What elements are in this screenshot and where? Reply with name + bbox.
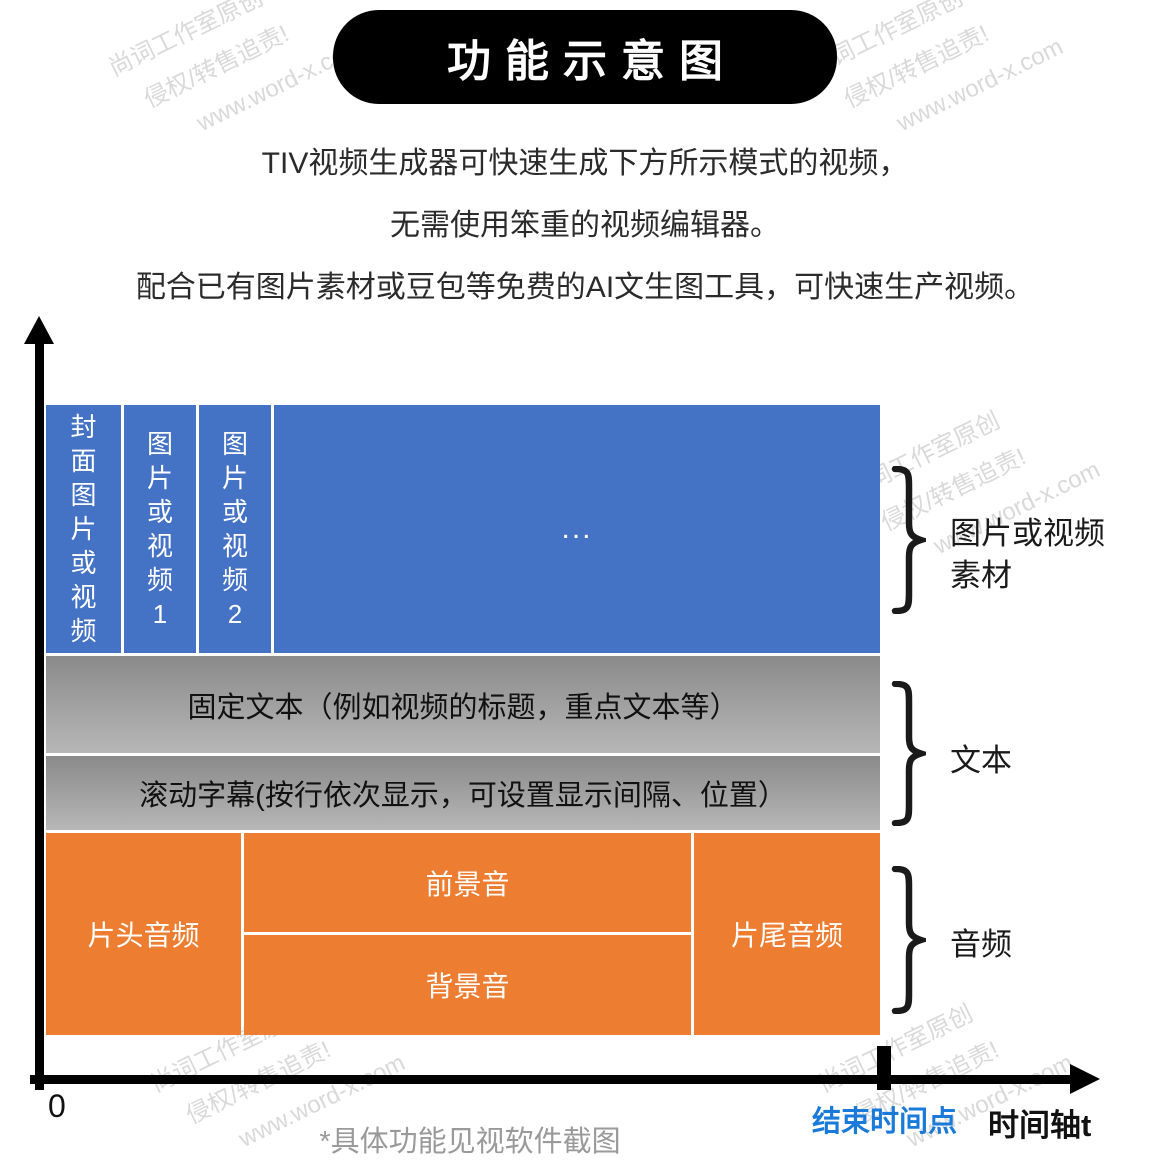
- y-axis-line: [35, 342, 44, 1090]
- fixed-text-label: 固定文本（例如视频的标题，重点文本等）: [187, 691, 739, 724]
- media-group-label-line1: 图片或视频: [950, 516, 1105, 551]
- watermark-url: www.word-x.com: [892, 33, 1068, 137]
- audio-outro-label: 片尾音频: [730, 920, 843, 951]
- watermark-warning: 侵权/转售追责!: [840, 20, 994, 114]
- audio-foreground-block: 前景音: [244, 833, 691, 932]
- text-brace-icon: [891, 681, 926, 826]
- media-segment-more-label: ...: [561, 512, 593, 545]
- x-axis-arrowhead-icon: [1070, 1064, 1100, 1094]
- watermark-studio: 尚词工作室原创: [104, 0, 268, 82]
- media-segment-more: ...: [274, 405, 880, 653]
- y-axis-arrowhead-icon: [24, 316, 54, 344]
- description-text: TIV视频生成器可快速生成下方所示模式的视频， 无需使用笨重的视频编辑器。 配合…: [0, 133, 1170, 319]
- media-segment-1: 图片或视频1: [124, 405, 196, 653]
- media-brace-icon: [891, 466, 926, 614]
- description-line-3: 配合已有图片素材或豆包等免费的AI文生图工具，可快速生产视频。: [135, 271, 1035, 304]
- scrolling-text-track: 滚动字幕(按行依次显示，可设置显示间隔、位置）: [46, 756, 880, 830]
- origin-label: 0: [48, 1088, 66, 1124]
- media-group-label: 图片或视频 素材: [950, 513, 1105, 597]
- watermark-warning: 侵权/转售追责!: [140, 20, 294, 114]
- description-line-2: 无需使用笨重的视频编辑器。: [390, 209, 780, 242]
- scrolling-text-label: 滚动字幕(按行依次显示，可设置显示间隔、位置）: [139, 780, 787, 812]
- x-axis-line: [30, 1075, 1072, 1084]
- audio-group-label: 音频: [950, 927, 1012, 962]
- media-segment-2-label: 图片或视频2: [221, 429, 248, 629]
- media-group-label-line2: 素材: [950, 558, 1012, 593]
- fixed-text-track: 固定文本（例如视频的标题，重点文本等）: [46, 656, 880, 753]
- media-segment-2: 图片或视频2: [199, 405, 271, 653]
- media-track: 封面图片或视频 图片或视频1 图片或视频2 ...: [46, 405, 880, 653]
- end-time-tick: [877, 1046, 891, 1090]
- description-line-1: TIV视频生成器可快速生成下方所示模式的视频，: [261, 147, 909, 180]
- footnote-text: *具体功能见视软件截图: [319, 1126, 621, 1158]
- media-segment-cover-label: 封面图片或视频: [70, 412, 97, 646]
- audio-background-block: 背景音: [244, 935, 691, 1035]
- audio-outro-block: 片尾音频: [694, 833, 880, 1035]
- audio-track: 片头音频 前景音 背景音 片尾音频: [46, 833, 880, 1035]
- audio-intro-label: 片头音频: [87, 920, 200, 951]
- audio-foreground-label: 前景音: [425, 868, 510, 900]
- time-axis-label: 时间轴t: [988, 1108, 1092, 1143]
- text-group-label: 文本: [950, 743, 1012, 778]
- audio-brace-icon: [891, 866, 926, 1014]
- page-title: 功能示意图: [333, 10, 837, 104]
- audio-background-label: 背景音: [425, 971, 510, 1002]
- media-segment-cover: 封面图片或视频: [46, 405, 121, 653]
- media-segment-1-label: 图片或视频1: [146, 429, 173, 629]
- audio-intro-block: 片头音频: [46, 833, 241, 1035]
- end-time-label: 结束时间点: [812, 1106, 958, 1138]
